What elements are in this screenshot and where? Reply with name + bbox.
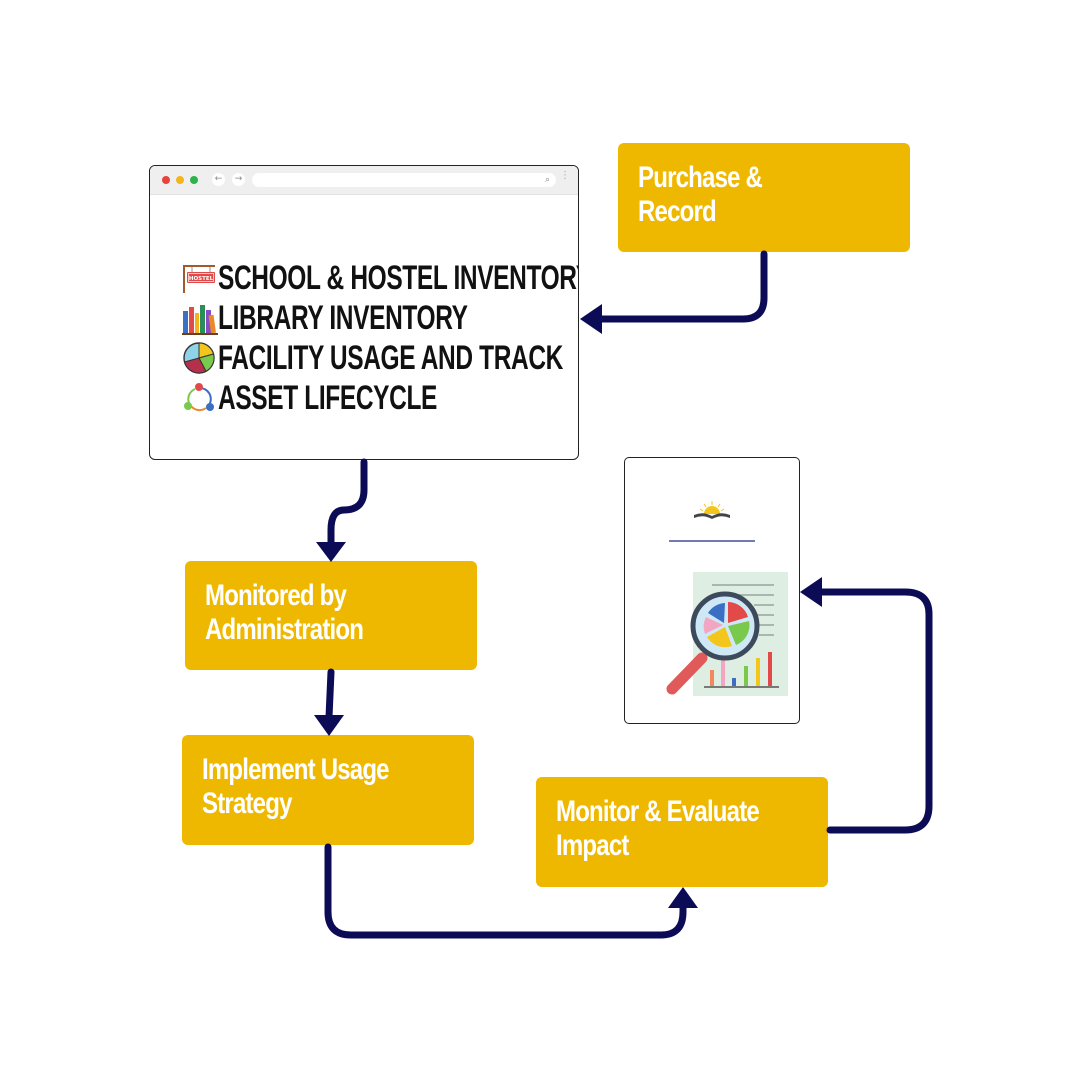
book-sun-logo-icon — [694, 501, 730, 519]
inventory-item-label: FACILITY USAGE AND TRACK — [218, 338, 563, 377]
arrow-evaluate-to-report — [818, 588, 933, 834]
arrow-inventory-to-monitored — [327, 458, 368, 548]
inventory-browser-window: ← → ⌕ ⋮ HOSTEL SCHOOL & HOSTEL INVENTORY — [149, 165, 579, 460]
inventory-item-library: LIBRARY INVENTORY — [182, 298, 578, 338]
more-menu-icon: ⋮ — [560, 170, 570, 181]
maximize-dot-icon — [190, 176, 198, 184]
arrow-monitored-to-implement — [325, 668, 335, 721]
back-arrow-icon: ← — [212, 173, 225, 186]
browser-toolbar: ← → ⌕ ⋮ — [150, 166, 578, 195]
arrow-purchase-to-inventory — [596, 250, 768, 323]
hostel-sign-icon: HOSTEL — [183, 265, 215, 293]
monitor-evaluate-impact-box: Monitor & Evaluate Impact — [536, 777, 828, 887]
box-label-line: Strategy — [202, 787, 292, 820]
svg-text:HOSTEL: HOSTEL — [189, 276, 214, 282]
arrowhead-icon — [668, 887, 698, 908]
inventory-item-label: ASSET LIFECYCLE — [218, 378, 438, 417]
inventory-item-label: SCHOOL & HOSTEL INVENTORY — [218, 258, 579, 297]
purchase-record-box: Purchase & Record — [618, 143, 910, 252]
inventory-item-facility: FACILITY USAGE AND TRACK — [182, 338, 578, 378]
lifecycle-icon — [184, 383, 214, 412]
magnifier-report-icon — [666, 572, 788, 696]
pie-chart-icon — [183, 342, 215, 374]
search-icon: ⌕ — [544, 175, 550, 185]
arrowhead-icon — [800, 577, 822, 607]
inventory-item-label: LIBRARY INVENTORY — [218, 298, 468, 337]
box-label-line: Impact — [556, 829, 629, 862]
arrowhead-icon — [580, 304, 602, 334]
box-label-line: Implement Usage — [202, 753, 390, 786]
report-document — [624, 457, 800, 724]
inventory-item-hostel: HOSTEL SCHOOL & HOSTEL INVENTORY — [182, 258, 579, 298]
minimize-dot-icon — [176, 176, 184, 184]
books-icon — [182, 305, 218, 335]
box-label-line: Purchase & — [638, 161, 763, 194]
box-label-line: Record — [638, 195, 717, 228]
box-label-line: Monitored by — [205, 579, 347, 612]
inventory-item-lifecycle: ASSET LIFECYCLE — [182, 378, 578, 418]
close-dot-icon — [162, 176, 170, 184]
box-label-line: Administration — [205, 613, 364, 646]
inventory-list: HOSTEL SCHOOL & HOSTEL INVENTORY LIBRARY… — [182, 258, 579, 418]
box-label-line: Monitor & Evaluate — [556, 795, 760, 828]
monitored-by-administration-box: Monitored by Administration — [185, 561, 477, 670]
address-bar: ⌕ — [252, 173, 556, 187]
forward-arrow-icon: → — [232, 173, 245, 186]
arrowhead-icon — [314, 715, 344, 736]
arrowhead-icon — [316, 542, 346, 562]
implement-usage-strategy-box: Implement Usage Strategy — [182, 735, 474, 845]
arrow-implement-to-evaluate — [324, 843, 687, 939]
report-illustration — [666, 501, 788, 696]
